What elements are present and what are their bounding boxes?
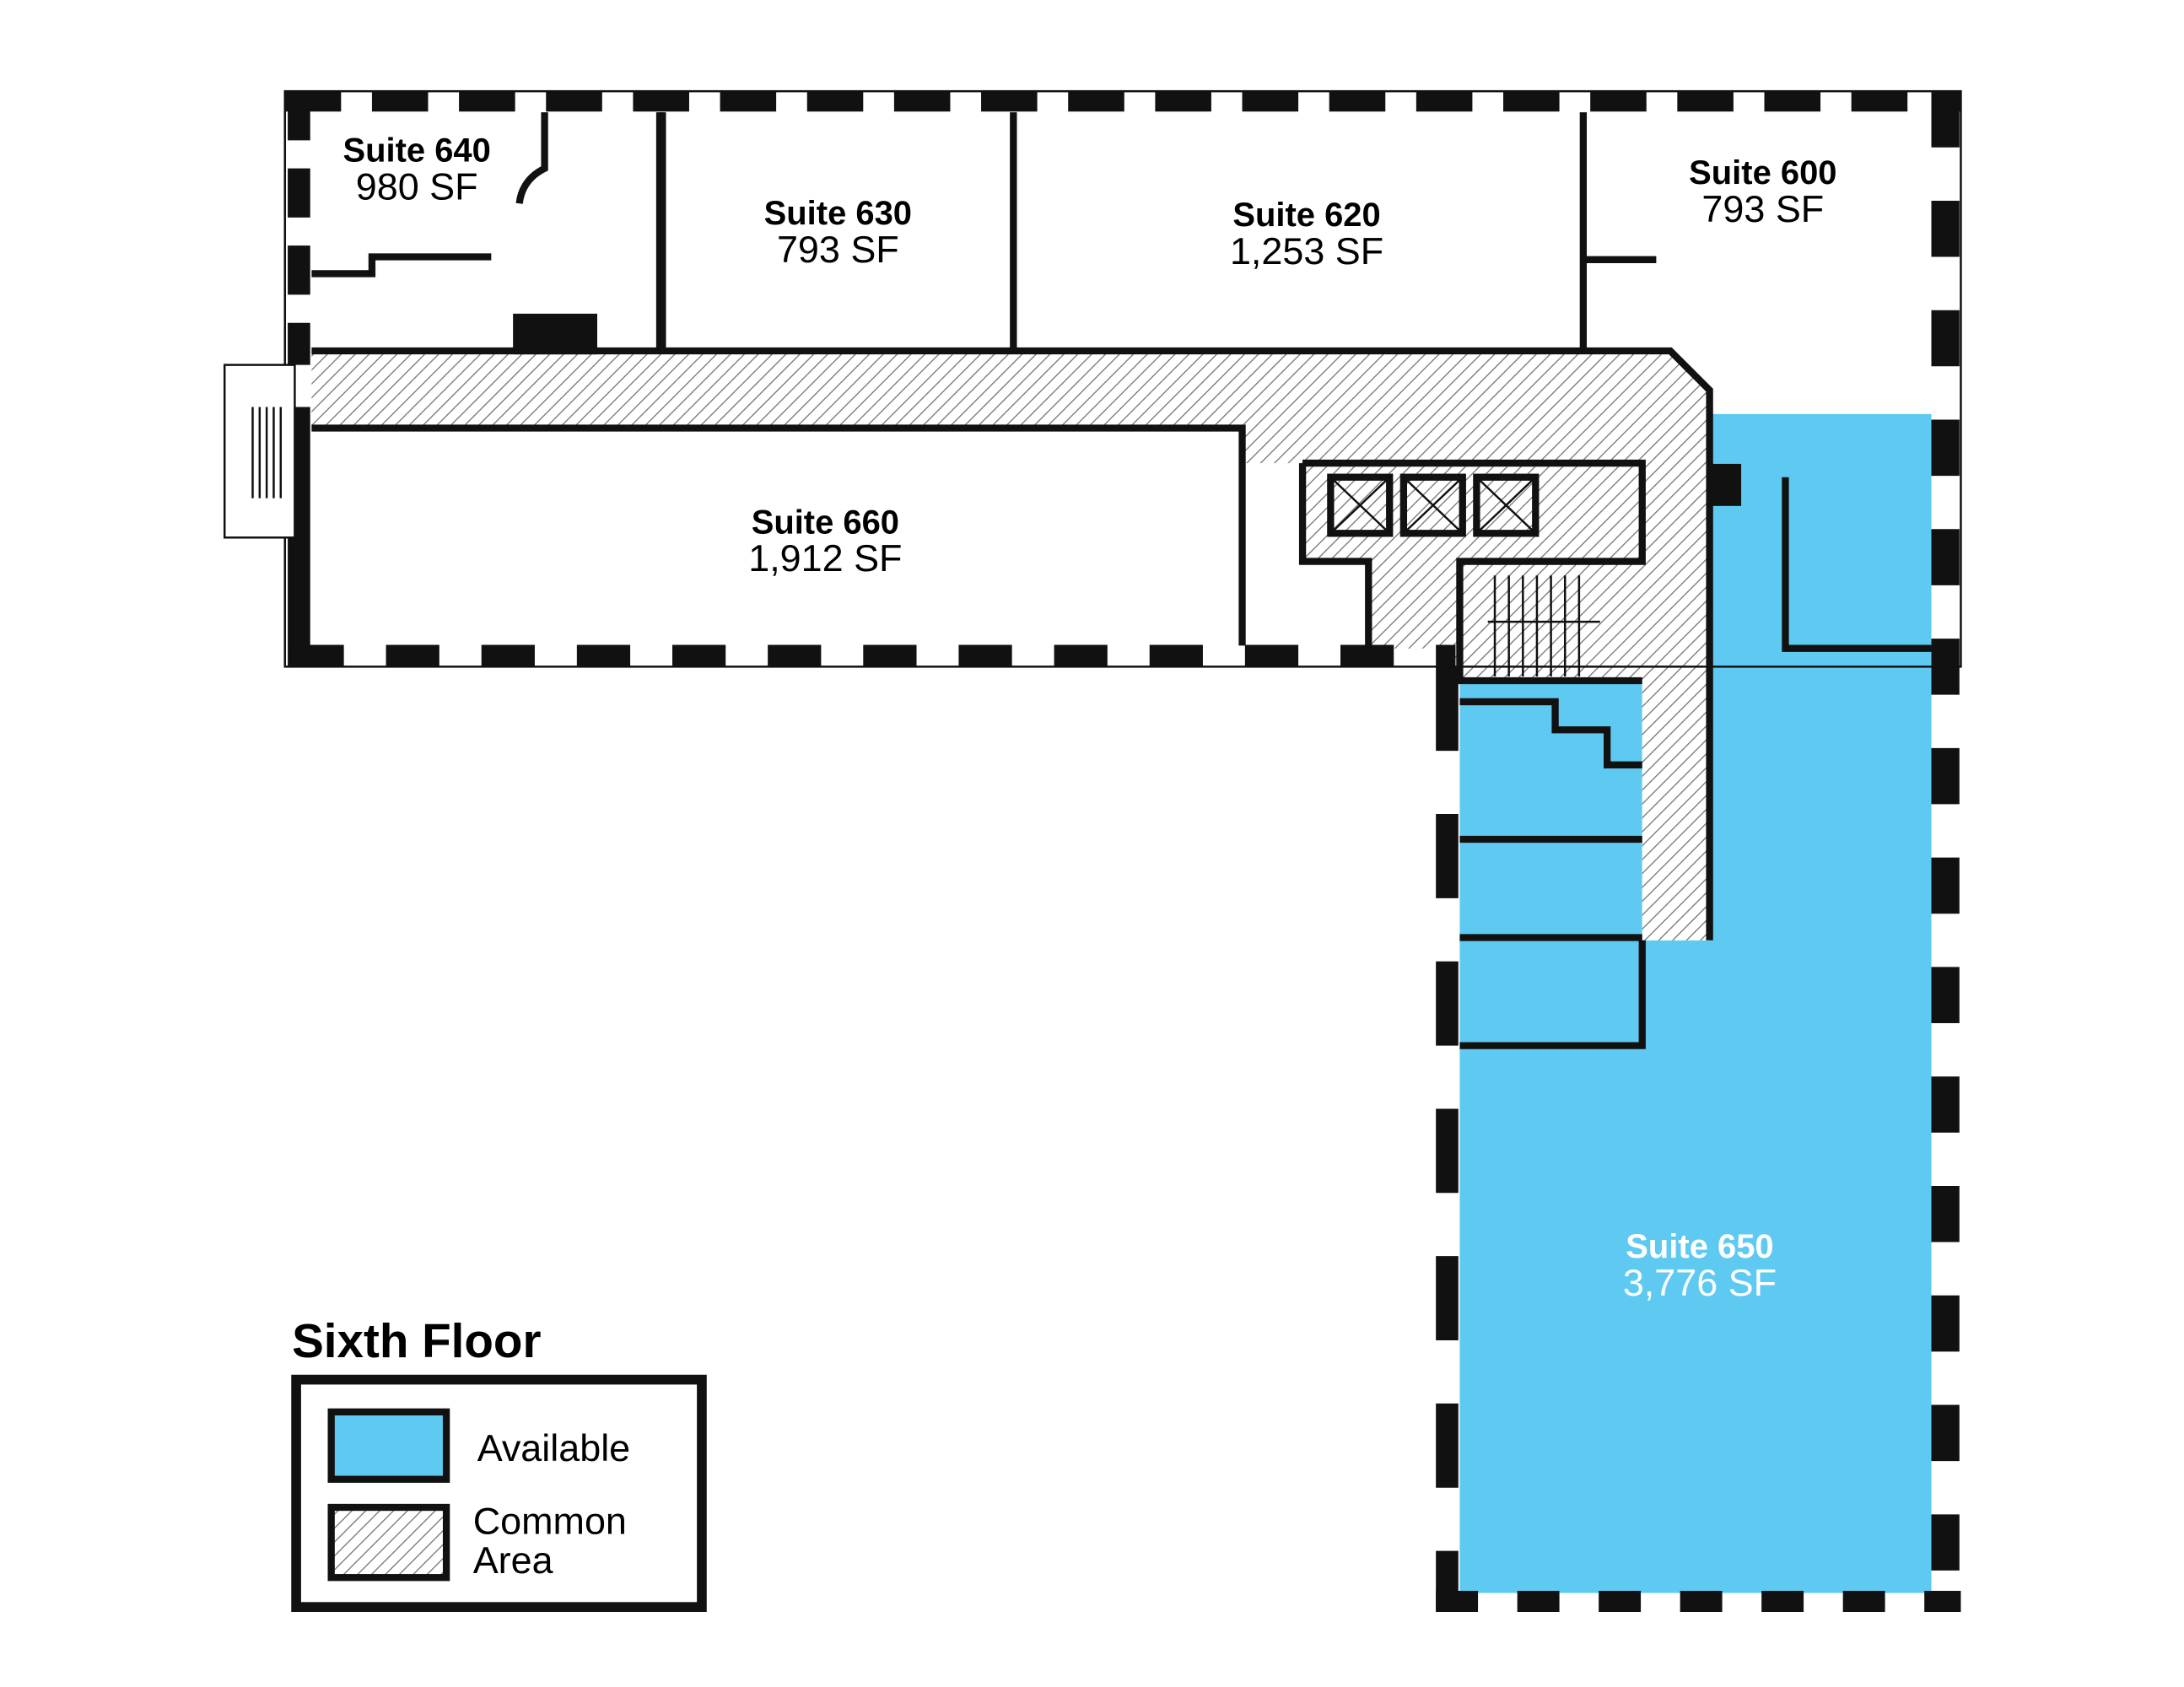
legend-swatch-available — [327, 1408, 450, 1483]
suite-name: Suite 630 — [764, 195, 912, 232]
floor-title: Sixth Floor — [292, 1314, 541, 1367]
suite-area: 1,253 SF — [1230, 229, 1383, 272]
suite-name: Suite 620 — [1232, 197, 1380, 234]
legend: Available Common Area — [291, 1374, 707, 1612]
suite-area: 1,912 SF — [748, 536, 902, 579]
suite-name: Suite 660 — [752, 504, 899, 541]
suite-area: 3,776 SF — [1623, 1261, 1777, 1304]
legend-label-common: Common — [473, 1500, 627, 1543]
suite-area: 980 SF — [356, 164, 478, 208]
elevator-crosses — [1329, 476, 1537, 535]
suite-area: 793 SF — [777, 228, 899, 271]
exterior-walls — [283, 89, 1962, 1612]
interior-walls — [311, 112, 1932, 1049]
suite-name: Suite 640 — [343, 132, 491, 169]
stair-icon — [223, 364, 1600, 676]
suite-name: Suite 600 — [1689, 154, 1836, 191]
legend-swatch-common — [327, 1503, 450, 1582]
common-area — [311, 350, 1710, 941]
suite-name: Suite 650 — [1626, 1228, 1773, 1265]
legend-label-available: Available — [477, 1426, 630, 1469]
legend-label-area: Area — [473, 1539, 553, 1582]
suite-area: 793 SF — [1701, 187, 1824, 230]
